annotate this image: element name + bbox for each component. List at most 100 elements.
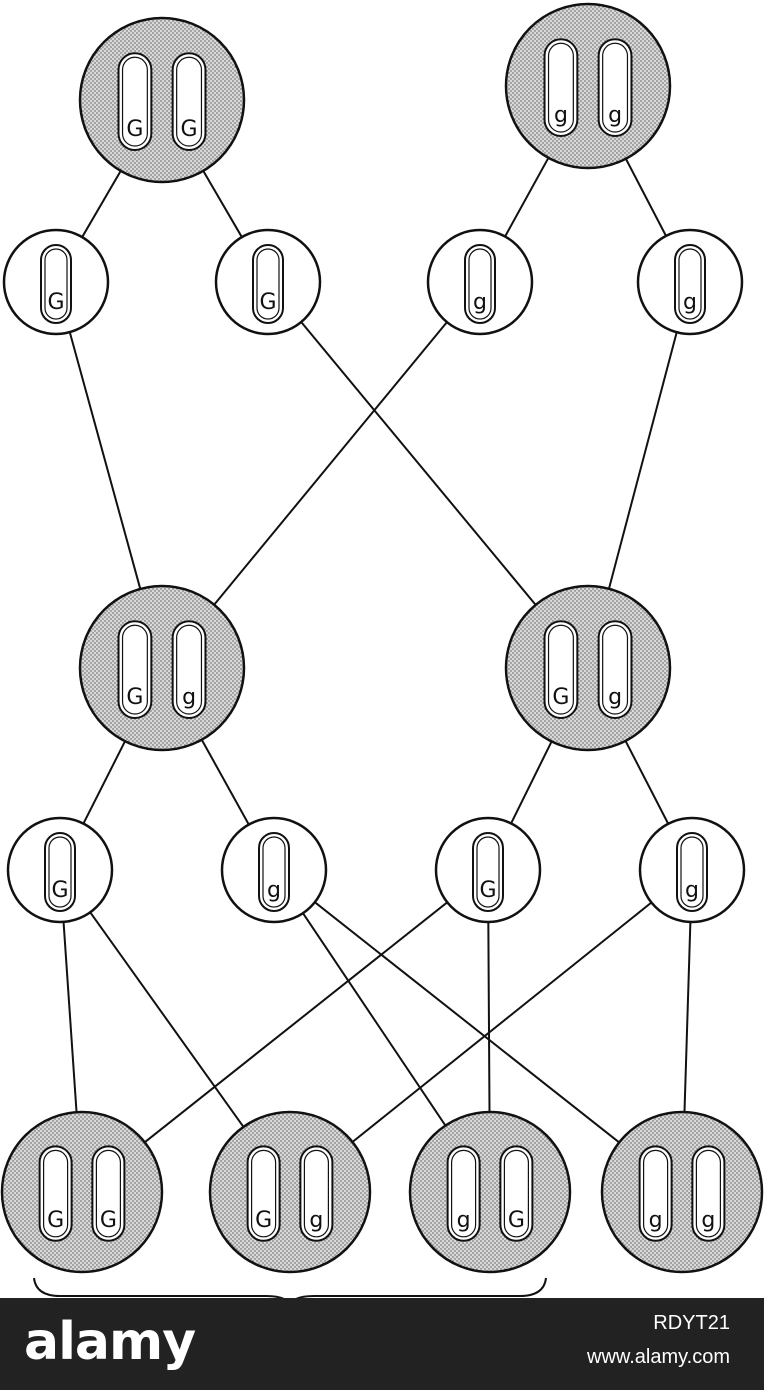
connection-lines <box>62 157 692 1144</box>
parents-0-right-allele-label: G <box>181 117 198 142</box>
parents-0-right-chromosome-inner <box>176 56 203 147</box>
f1-cell-circle <box>504 584 672 752</box>
f2-0-right-chromosome <box>91 1145 126 1242</box>
parent_gametes-1-allele-label: G <box>259 290 276 315</box>
connector-f1_gametes-0-to-f2-1 <box>89 911 245 1128</box>
f2-3-left-chromosome-inner <box>642 1149 669 1238</box>
f2-2-right-chromosome <box>499 1145 534 1242</box>
f1-1-right-chromosome-inner <box>602 624 629 715</box>
parents-0-right-chromosome <box>171 52 207 152</box>
connector-f1_gametes-1-to-f2-2 <box>302 912 447 1127</box>
parent_gametes-gamete-3: g <box>636 228 744 336</box>
f2-1-left-chromosome <box>246 1145 281 1242</box>
f1_gametes-gamete-1: g <box>220 816 328 924</box>
parent_gametes-gamete-1: G <box>214 228 322 336</box>
connector-f1_gametes-2-to-f2-0 <box>144 901 448 1144</box>
parent_gametes-2-chromosome <box>464 244 496 324</box>
parents-1-right-chromosome-inner <box>602 42 629 133</box>
parents-1-left-chromosome <box>543 38 579 138</box>
parents-1-right-allele-label: g <box>608 103 622 128</box>
parent_gametes-gamete-0: G <box>2 228 110 336</box>
connector-parent_gametes-2-to-f1-0 <box>213 321 448 606</box>
f1_gametes-gamete-2: G <box>434 816 542 924</box>
f2-1-left-chromosome-inner <box>251 1149 277 1238</box>
f2-1-right-chromosome <box>299 1145 334 1242</box>
f1_gametes-0-allele-label: G <box>51 878 68 903</box>
f1_gametes-gamete-0: G <box>6 816 114 924</box>
f1-1-right-chromosome <box>597 620 633 720</box>
connector-f1-0-to-f1_gametes-1 <box>200 739 250 826</box>
f2-1-right-allele-label: g <box>309 1208 323 1233</box>
f1_gametes-2-chromosome <box>472 832 504 912</box>
f1_gametes-1-allele-label: g <box>267 878 281 903</box>
f2-1-right-chromosome-inner <box>303 1149 329 1238</box>
f2-3-left-chromosome <box>638 1145 673 1242</box>
f2-0-right-allele-label: G <box>100 1208 117 1233</box>
f1_gametes-0-chromosome <box>44 832 76 912</box>
f2-bracket-brace <box>33 1277 547 1307</box>
f1-1-right-allele-label: g <box>608 685 622 710</box>
f2-0-left-allele-label: G <box>47 1208 64 1233</box>
parents-1-left-allele-label: g <box>554 103 568 128</box>
f2-3-left-allele-label: g <box>649 1208 663 1233</box>
brand-logo: alamy <box>24 1312 196 1372</box>
parents-1-right-chromosome <box>597 38 633 138</box>
f1_gametes-3-allele-label: g <box>685 878 699 903</box>
f1_gametes-2-allele-label: G <box>479 878 496 903</box>
f1_gametes-1-chromosome <box>258 832 290 912</box>
connector-f1_gametes-1-to-f2-3 <box>314 901 620 1144</box>
parent_gametes-3-chromosome-inner <box>678 248 702 320</box>
f1_gametes-3-chromosome-inner <box>680 836 704 908</box>
f1_gametes-1-chromosome-inner <box>262 836 286 908</box>
f1_gametes-3-chromosome <box>676 832 708 912</box>
f2-2-left-chromosome <box>446 1145 481 1242</box>
connector-parents-1-to-parent_gametes-3 <box>624 158 667 237</box>
f1-0-right-allele-label: g <box>182 685 196 710</box>
connector-parents-1-to-parent_gametes-2 <box>504 157 550 237</box>
f1-0-right-chromosome-inner <box>176 624 203 715</box>
connector-f1_gametes-0-to-f2-0 <box>62 921 78 1113</box>
f2-0-left-chromosome <box>38 1145 73 1242</box>
f2-cell-circle <box>208 1110 372 1274</box>
parents-0-left-chromosome <box>117 52 153 152</box>
parent_gametes-0-chromosome-inner <box>44 248 68 320</box>
f2-2-right-chromosome-inner <box>503 1149 529 1238</box>
f2-3-right-allele-label: g <box>701 1208 715 1233</box>
connector-f1_gametes-2-to-f2-2 <box>487 921 491 1113</box>
parents-0-left-allele-label: G <box>126 117 143 142</box>
connector-f1-1-to-f1_gametes-2 <box>510 741 553 824</box>
image-id: RDYT21 <box>653 1312 730 1334</box>
site-url: www.alamy.com <box>587 1346 730 1368</box>
f1-1-left-chromosome-inner <box>547 624 574 715</box>
f2-2-left-allele-label: g <box>457 1208 471 1233</box>
f1_gametes-gamete-3: g <box>638 816 746 924</box>
watermark-footer: alamy RDYT21 www.alamy.com <box>0 1298 764 1390</box>
f1-1-left-allele-label: G <box>552 685 569 710</box>
connector-parent_gametes-0-to-f1-0 <box>68 331 142 590</box>
connector-f1_gametes-3-to-f2-1 <box>351 901 653 1143</box>
parents-cell-circle <box>78 16 246 184</box>
parents-0-left-chromosome-inner <box>121 56 148 147</box>
f1-1-left-chromosome <box>543 620 579 720</box>
parents-cell-circle <box>504 2 672 170</box>
f1-0-left-allele-label: G <box>126 685 143 710</box>
f2-1-left-allele-label: G <box>255 1208 272 1233</box>
connector-f1-0-to-f1_gametes-0 <box>82 740 126 825</box>
f2-0-right-chromosome-inner <box>95 1149 122 1238</box>
f2-2-left-chromosome-inner <box>451 1149 477 1238</box>
connector-f1-1-to-f1_gametes-3 <box>624 740 670 825</box>
connector-f1_gametes-3-to-f2-3 <box>683 921 692 1113</box>
f2-3-right-chromosome-inner <box>695 1149 722 1238</box>
parent_gametes-gamete-2: g <box>426 228 534 336</box>
f2-cell-circle <box>600 1110 764 1274</box>
parents-1-left-chromosome-inner <box>547 42 574 133</box>
parent_gametes-3-chromosome <box>674 244 706 324</box>
